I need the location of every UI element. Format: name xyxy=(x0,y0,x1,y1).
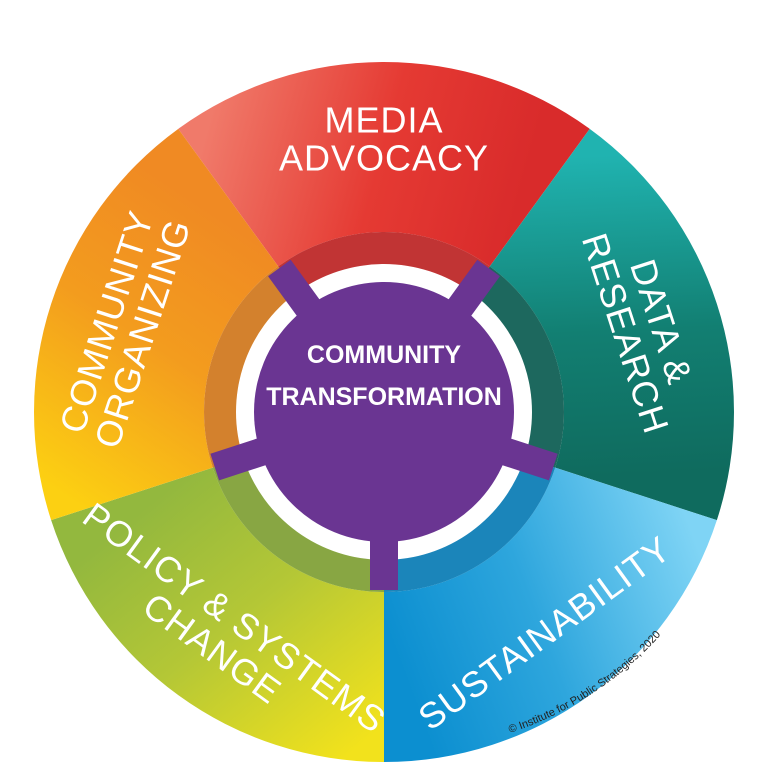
outer-ring xyxy=(33,61,735,762)
segment-data-research xyxy=(489,128,735,521)
segment-community-organizing xyxy=(33,128,279,521)
inner-band-shade-sustainability xyxy=(384,457,556,592)
segment-media-advocacy xyxy=(178,61,590,267)
segment-sustainability xyxy=(384,467,717,762)
center-title-line-2: TRANSFORMATION xyxy=(266,383,502,411)
inner-band-shade-community-organizing xyxy=(204,266,298,468)
inner-band-policy-systems-change xyxy=(212,457,384,592)
segment-policy-systems-change xyxy=(51,467,384,762)
center-title-line-1: COMMUNITY xyxy=(307,341,461,369)
inner-ring xyxy=(204,232,564,592)
inner-band-shade-media-advocacy xyxy=(278,232,490,293)
label-line-media-advocacy-2: ADVOCACY xyxy=(279,138,489,179)
label-line-media-advocacy-1: MEDIA xyxy=(324,100,443,141)
center-hub-shape xyxy=(210,259,558,590)
inner-band-media-advocacy xyxy=(278,232,490,293)
inner-band-sustainability xyxy=(384,457,556,592)
inner-band-data-research xyxy=(470,266,564,468)
inner-band-shade-policy-systems-change xyxy=(212,457,384,592)
inner-band-shade-data-research xyxy=(470,266,564,468)
inner-band-community-organizing xyxy=(204,266,298,468)
center-hub: COMMUNITY TRANSFORMATION xyxy=(210,259,558,590)
